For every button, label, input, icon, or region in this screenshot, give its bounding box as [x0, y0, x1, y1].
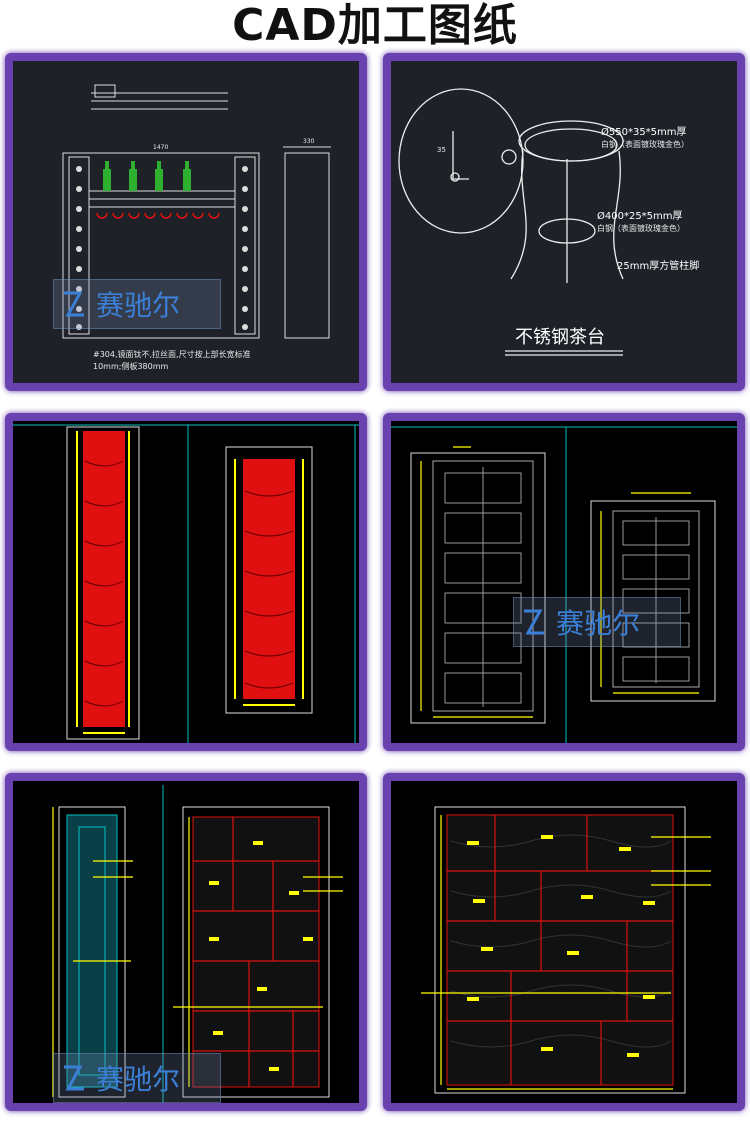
watermark: 赛驰尔	[53, 279, 221, 329]
spec-leg: 25mm厚方管柱脚	[617, 261, 700, 272]
watermark-text: 赛驰尔	[96, 1063, 181, 1096]
spec-top-sub: 白钢（表面镀玫瑰金色）	[601, 140, 689, 149]
spec-middle: Ø400*25*5mm厚	[597, 211, 683, 222]
dim-side-label: 330	[303, 138, 315, 145]
cad-panel-cabinet-shelving[interactable]: 赛驰尔	[5, 773, 367, 1111]
material-note-1: #304,镜面钛不,拉丝面,尺寸按上部长宽标准	[93, 350, 251, 359]
spec-top: Ø550*35*5mm厚	[601, 127, 687, 138]
material-note-2: 10mm;侧板380mm	[93, 362, 169, 371]
cad-panel-wine-rack[interactable]: 1470 330 赛驰尔 #304,镜面钛不,拉丝面,尺寸按上部长宽标准 10m…	[5, 53, 367, 391]
brand-logo-icon	[64, 1065, 84, 1091]
lattice-drawing	[391, 426, 737, 743]
cad-panel-shelving-elevation[interactable]	[383, 773, 745, 1111]
watermark-text: 赛驰尔	[96, 289, 181, 322]
brand-logo-icon	[64, 291, 84, 317]
tea-table-drawing	[398, 88, 624, 356]
detail-dim: 35	[437, 146, 446, 154]
spec-middle-sub: 白钢（表面镀玫瑰金色）	[597, 224, 685, 233]
cad-panel-lattice-screens[interactable]: 赛驰尔	[383, 413, 745, 751]
watermark: 赛驰尔	[513, 597, 681, 647]
dim-width-label: 1470	[153, 144, 169, 151]
page-title: CAD加工图纸	[232, 0, 518, 51]
wood-panel-drawing	[13, 424, 359, 743]
watermark: 赛驰尔	[53, 1053, 221, 1103]
cad-panel-tea-table[interactable]: 35 Ø550*35*5mm厚 白钢（表面镀玫瑰金色） Ø400*25*5mm厚…	[383, 53, 745, 391]
cad-panel-wood-doors[interactable]	[5, 413, 367, 751]
cabinet-drawing	[52, 785, 343, 1103]
drawing-caption: 不锈钢茶台	[515, 327, 605, 348]
shelving-drawing	[421, 806, 711, 1094]
brand-logo-icon	[524, 609, 544, 635]
watermark-text: 赛驰尔	[556, 607, 641, 640]
wine-rack-drawing	[62, 84, 331, 339]
